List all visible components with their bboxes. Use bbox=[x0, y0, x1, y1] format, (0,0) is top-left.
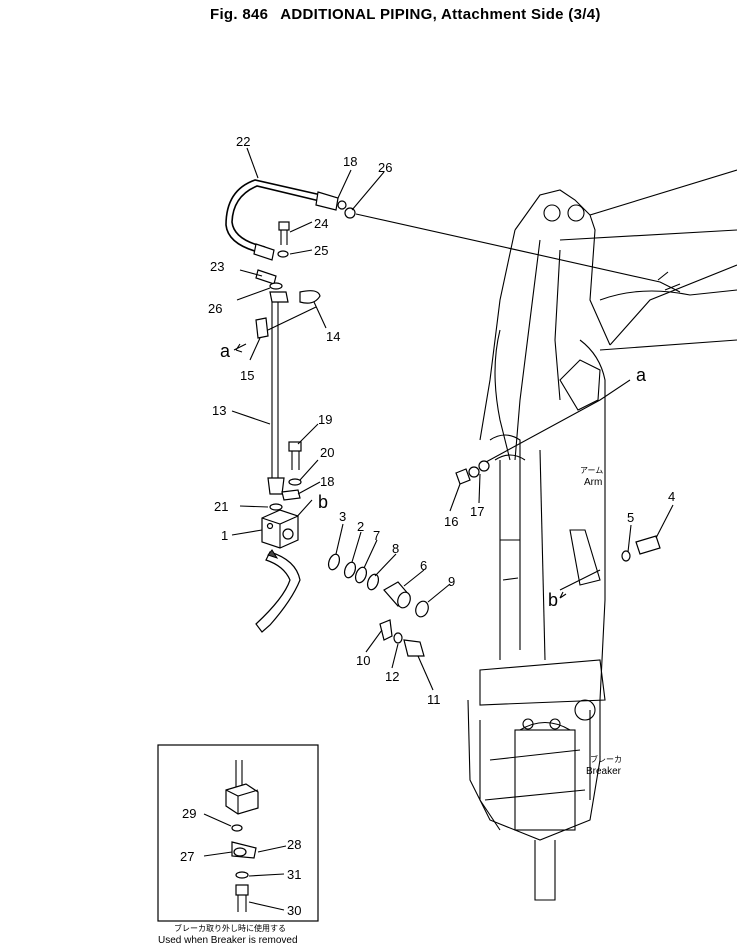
callout-21: 21 bbox=[214, 499, 228, 514]
adapter-6 bbox=[383, 581, 411, 609]
callout-12: 12 bbox=[385, 669, 399, 684]
callout-16: 16 bbox=[444, 514, 458, 529]
figure-caption: ADDITIONAL PIPING, Attachment Side (3/4) bbox=[280, 6, 601, 23]
callout-6: 6 bbox=[420, 558, 427, 573]
callout-26-left: 26 bbox=[208, 301, 222, 316]
callout-9: 9 bbox=[448, 574, 455, 589]
callout-10: 10 bbox=[356, 653, 370, 668]
inset-note: Used when Breaker is removed bbox=[158, 935, 298, 946]
callout-numbers: 22 18 26 24 25 23 26 14 15 13 19 20 18 2… bbox=[208, 134, 675, 707]
callout-11: 11 bbox=[427, 692, 441, 707]
inset-note-jp: ブレーカ取り外し時に使用する bbox=[174, 923, 286, 933]
ref-a-right: a bbox=[636, 365, 647, 385]
leader-lines bbox=[231, 147, 674, 691]
callout-17: 17 bbox=[470, 504, 484, 519]
callout-23: 23 bbox=[210, 259, 224, 274]
callout-26-top: 26 bbox=[378, 160, 392, 175]
hose-lower bbox=[255, 549, 301, 633]
breaker-label-jp: ブレーカ bbox=[590, 754, 622, 764]
figure-number: Fig. 846 bbox=[210, 6, 269, 23]
callout-5: 5 bbox=[627, 510, 634, 525]
callout-15: 15 bbox=[240, 368, 254, 383]
callout-20: 20 bbox=[320, 445, 334, 460]
inset-box: 29 27 28 31 30 bbox=[157, 744, 319, 922]
callout-25: 25 bbox=[314, 243, 328, 258]
callout-19: 19 bbox=[318, 412, 332, 427]
callout-30: 30 bbox=[287, 903, 301, 918]
figure-title: Fig. 846 ADDITIONAL PIPING, Attachment Si… bbox=[210, 6, 613, 23]
callout-28: 28 bbox=[287, 837, 301, 852]
arm-drawing bbox=[467, 169, 737, 901]
ref-a-left: a bbox=[220, 341, 231, 361]
pipe-13 bbox=[267, 302, 285, 495]
callout-4: 4 bbox=[668, 489, 675, 504]
arm-label-jp: アーム bbox=[580, 466, 603, 475]
pipe-line bbox=[355, 213, 681, 293]
callout-14: 14 bbox=[326, 329, 340, 344]
breaker-label: Breaker bbox=[586, 766, 622, 777]
callout-18-mid: 18 bbox=[320, 474, 334, 489]
callout-13: 13 bbox=[212, 403, 226, 418]
callout-27: 27 bbox=[180, 849, 194, 864]
arm-label: Arm bbox=[584, 477, 602, 488]
callout-22: 22 bbox=[236, 134, 250, 149]
hose-22 bbox=[225, 179, 339, 261]
callout-29: 29 bbox=[182, 806, 196, 821]
callout-31: 31 bbox=[287, 867, 301, 882]
callout-24: 24 bbox=[314, 216, 328, 231]
callout-2: 2 bbox=[357, 519, 364, 534]
valve-block-1 bbox=[261, 509, 299, 549]
callout-3: 3 bbox=[339, 509, 346, 524]
reference-letters: a a b b bbox=[220, 341, 647, 610]
figure-header: Fig. 846 ADDITIONAL PIPING, Attachment Si… bbox=[0, 0, 737, 30]
ref-b-left: b bbox=[318, 492, 328, 512]
ref-line-a bbox=[267, 306, 317, 331]
callout-7: 7 bbox=[373, 528, 380, 543]
bolt-24 bbox=[277, 221, 290, 258]
callout-1: 1 bbox=[221, 528, 228, 543]
ref-line-b bbox=[559, 569, 601, 591]
callout-8: 8 bbox=[392, 541, 399, 556]
callout-18-top: 18 bbox=[343, 154, 357, 169]
ref-b-right: b bbox=[548, 590, 558, 610]
